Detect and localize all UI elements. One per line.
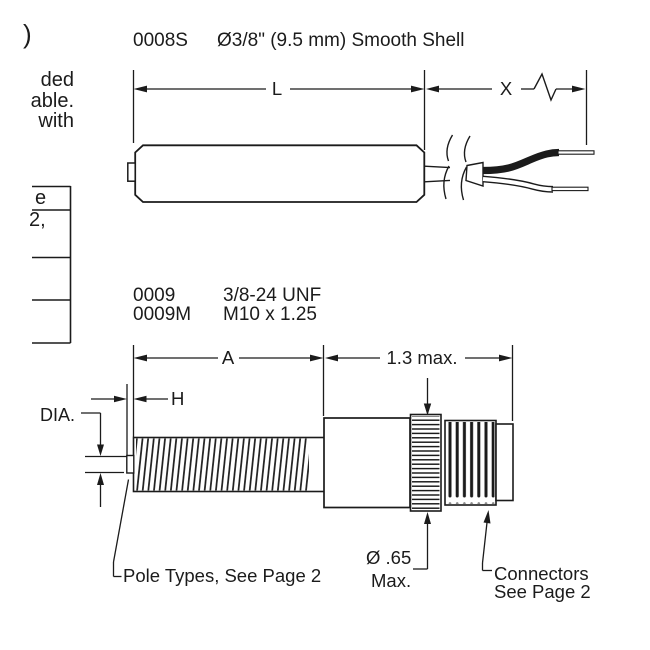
max-diameter-qualifier: Max. bbox=[371, 570, 412, 591]
white-wire-tip bbox=[551, 186, 589, 192]
dim-X bbox=[426, 72, 586, 102]
smooth-shell-body bbox=[134, 144, 426, 203]
note-connectors-line2: See Page 2 bbox=[494, 581, 591, 602]
knurl-pointer-arrow bbox=[423, 403, 432, 416]
smooth-shell-code: 0008S bbox=[133, 30, 188, 51]
shell-body bbox=[323, 417, 411, 509]
cropped-text-line-1: ded bbox=[40, 69, 74, 91]
lead-wires bbox=[465, 148, 595, 193]
threaded-shell-code-1: 0009 bbox=[133, 285, 176, 306]
leader-connectors bbox=[481, 510, 492, 572]
black-wire bbox=[482, 148, 560, 175]
smooth-shell-pole-piece bbox=[127, 162, 136, 182]
leader-max-diameter bbox=[413, 512, 431, 570]
black-wire-tip bbox=[557, 150, 595, 155]
cropped-text-line-3: with bbox=[38, 110, 74, 132]
dim-connector-length bbox=[325, 354, 513, 416]
cable-jacket-end bbox=[465, 161, 484, 187]
dim-L-label: L bbox=[271, 78, 283, 99]
left-partial-table bbox=[32, 185, 72, 344]
cropped-text-line-2: able. bbox=[30, 89, 74, 112]
smooth-shell-description: Ø3/8" (9.5 mm) Smooth Shell bbox=[217, 30, 465, 51]
threaded-shell-extension-lines bbox=[126, 345, 514, 455]
smooth-shell-drawing bbox=[127, 70, 595, 203]
threaded-shell-code-2: 0009M bbox=[133, 304, 192, 325]
dim-H bbox=[91, 395, 168, 403]
table-cell-1: e bbox=[35, 187, 47, 209]
leader-pole-types bbox=[112, 479, 130, 578]
table-cell-2: 2, bbox=[29, 209, 46, 231]
threaded-shell-thread-2: M10 x 1.25 bbox=[223, 304, 317, 325]
cropped-paren-text: ) bbox=[23, 19, 32, 49]
dim-H-label: H bbox=[171, 388, 185, 409]
dim-L bbox=[133, 85, 425, 93]
threaded-shell-thread-1: 3/8-24 UNF bbox=[223, 285, 322, 306]
dim-A-label: A bbox=[221, 347, 235, 368]
dim-DIA-label: DIA. bbox=[40, 405, 76, 425]
max-diameter-value: Ø .65 bbox=[366, 547, 412, 568]
dim-X-label: X bbox=[499, 78, 513, 99]
pole-piece bbox=[126, 454, 135, 474]
threaded-stud-threads bbox=[136, 438, 309, 491]
note-pole-types: Pole Types, See Page 2 bbox=[123, 565, 322, 586]
dim-DIA bbox=[81, 412, 127, 507]
white-wire-core bbox=[482, 177, 554, 192]
threaded-shell-drawing bbox=[81, 345, 514, 578]
smooth-shell-extension-lines bbox=[132, 70, 588, 150]
note-connectors-line1: Connectors bbox=[494, 563, 589, 584]
dim-A bbox=[133, 354, 324, 362]
connector-end-cap bbox=[495, 423, 514, 502]
break-symbol bbox=[533, 72, 557, 102]
cable-break bbox=[424, 134, 471, 201]
dim-connector-length-label: 1.3 max. bbox=[386, 347, 458, 368]
